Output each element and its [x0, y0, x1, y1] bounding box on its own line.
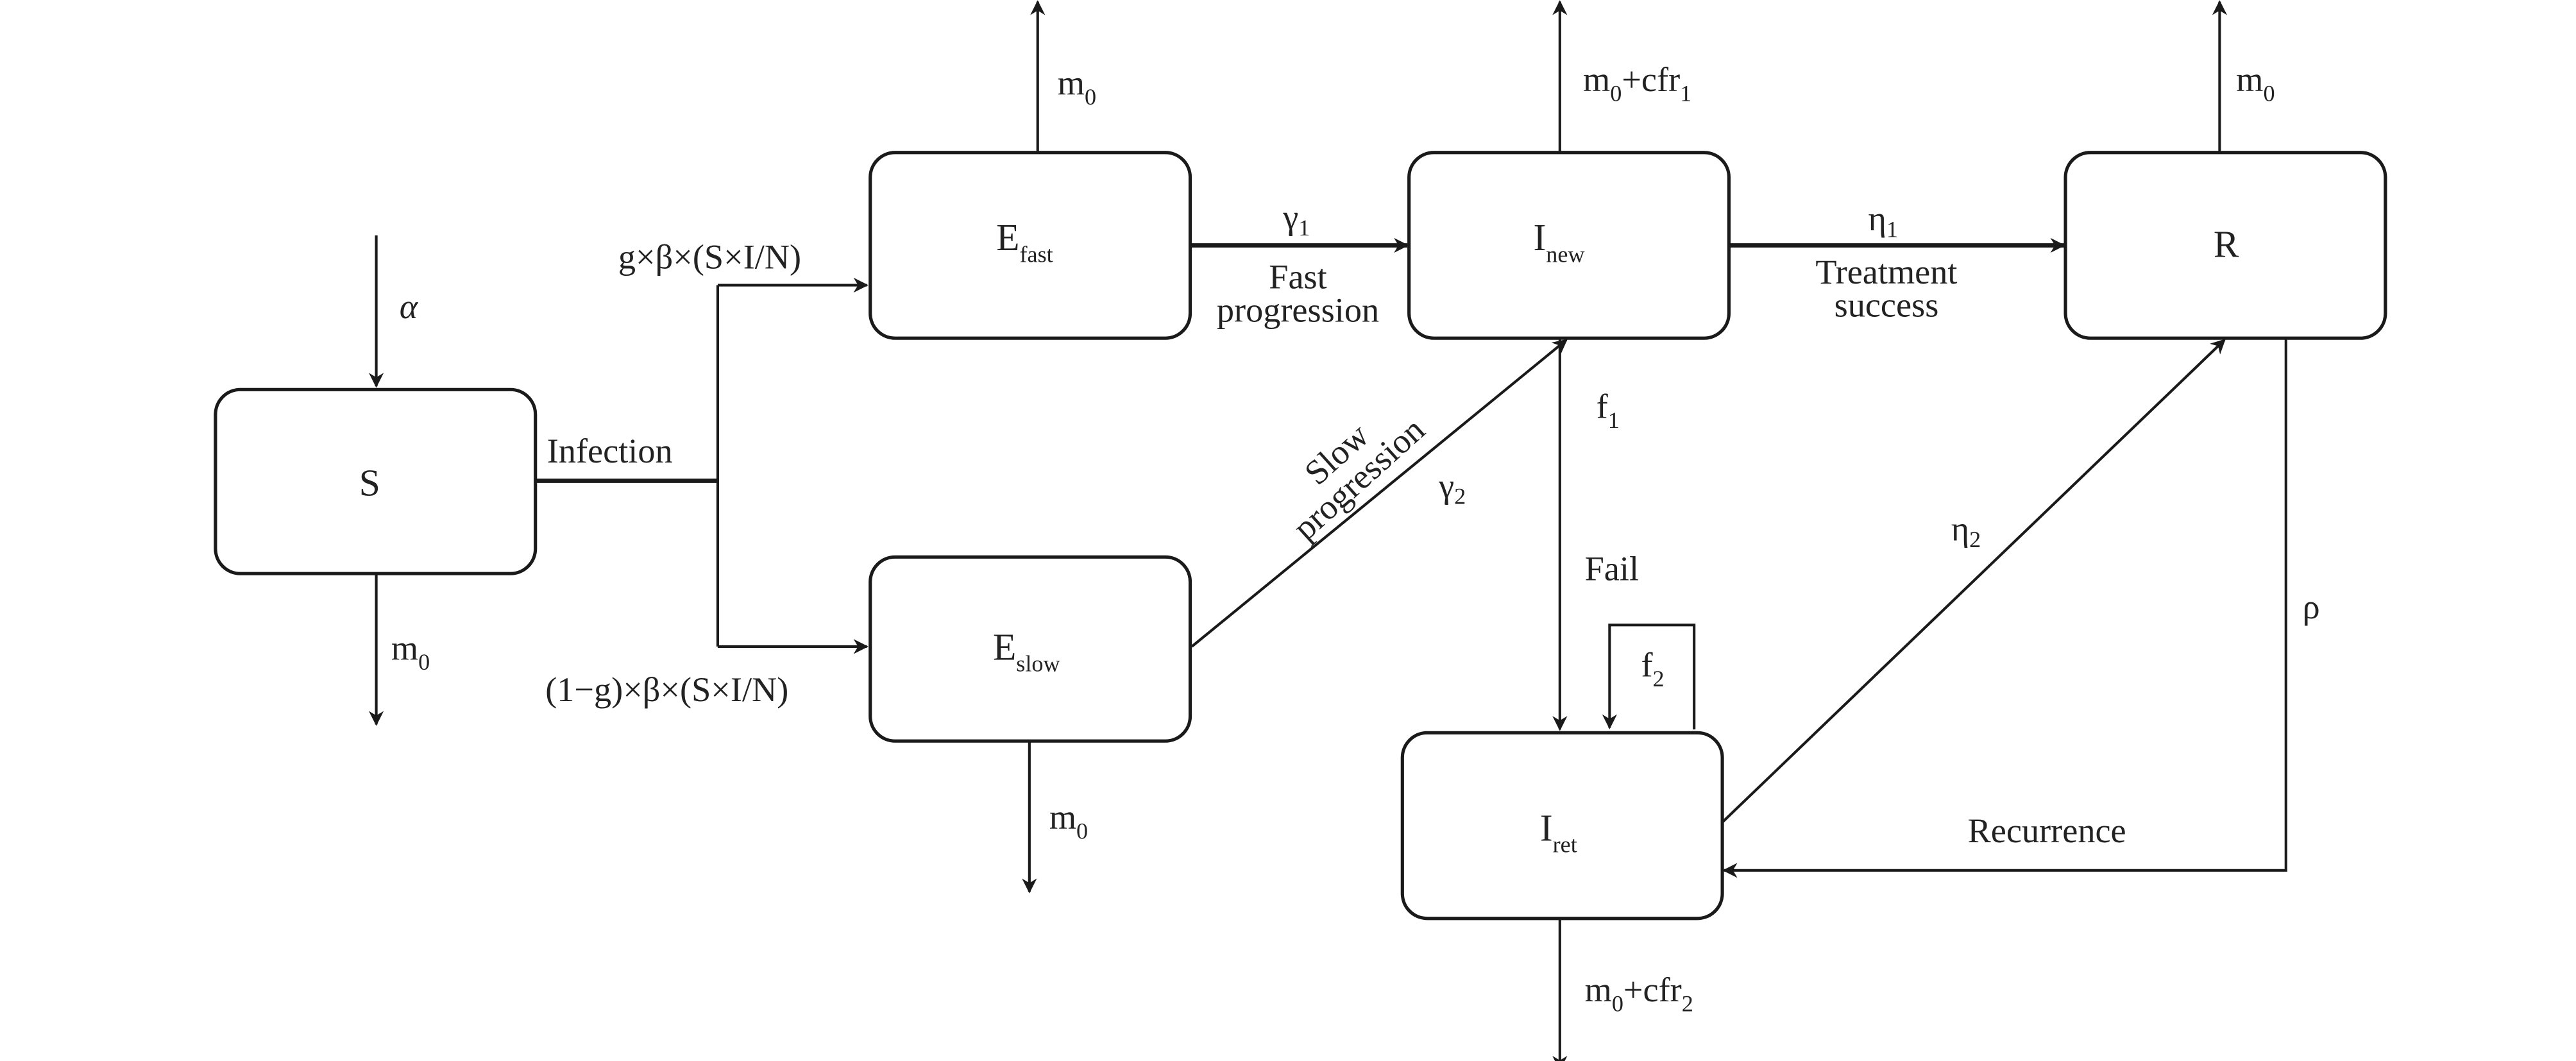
- label-fail: Fail: [1585, 550, 1639, 588]
- svg-text:Iret: Iret: [1540, 806, 1577, 857]
- label-f2: f2: [1641, 645, 1664, 692]
- node-i-new-main: I: [1533, 216, 1546, 259]
- arrow-recurrence: [1722, 338, 2287, 878]
- arrow-slow-progression: [1191, 339, 1568, 648]
- node-s: S: [214, 387, 538, 575]
- label-treatment-success-line1: Treatment: [1815, 253, 1957, 291]
- node-i-ret: Iret: [1400, 731, 1724, 921]
- label-s-mortality: m0: [391, 629, 430, 675]
- node-r: R: [2063, 151, 2387, 340]
- label-alpha: α: [400, 287, 419, 326]
- label-eta2: η2: [1951, 510, 1981, 552]
- node-e-fast-main: E: [996, 216, 1019, 259]
- label-gamma1: γ1: [1282, 198, 1310, 241]
- label-slow-infection-rate: (1−g)×β×(S×I/N): [545, 670, 788, 709]
- label-rho: ρ: [2303, 588, 2320, 626]
- label-gamma2: γ2: [1438, 466, 1466, 509]
- node-i-new-sub: new: [1546, 241, 1584, 267]
- node-e-slow-sub: slow: [1016, 651, 1060, 677]
- svg-text:Inew: Inew: [1533, 216, 1584, 267]
- node-e-fast: Efast: [869, 151, 1192, 340]
- label-f1: f1: [1597, 387, 1620, 433]
- label-efast-mortality: m0: [1058, 64, 1096, 110]
- label-fast-infection-rate: g×β×(S×I/N): [618, 238, 801, 276]
- node-e-slow-main: E: [993, 626, 1016, 668]
- node-e-slow: Eslow: [869, 555, 1192, 743]
- label-eslow-mortality: m0: [1049, 798, 1088, 844]
- svg-text:Eslow: Eslow: [993, 626, 1060, 677]
- arrow-f2-loop: [1602, 624, 1696, 730]
- arrow-eta2: [1721, 339, 2226, 824]
- node-i-ret-main: I: [1540, 806, 1553, 849]
- label-fast-progression-line2: progression: [1217, 291, 1379, 329]
- node-i-new: Inew: [1407, 151, 1731, 340]
- node-r-label: R: [2214, 223, 2239, 266]
- svg-text:S: S: [359, 462, 380, 504]
- label-infection: Infection: [547, 432, 673, 470]
- label-treatment-success-line2: success: [1835, 286, 1939, 325]
- label-eta1: η1: [1868, 199, 1898, 242]
- label-slow-progression: Slow progression: [1285, 410, 1432, 547]
- svg-text:R: R: [2214, 223, 2239, 266]
- svg-text:Efast: Efast: [996, 216, 1053, 267]
- label-fast-progression-line1: Fast: [1269, 258, 1326, 296]
- label-r-mortality: m0: [2236, 60, 2275, 106]
- label-iret-mortality: m0+cfr2: [1585, 971, 1693, 1017]
- node-e-fast-sub: fast: [1019, 241, 1053, 267]
- node-i-ret-sub: ret: [1553, 831, 1577, 857]
- node-s-label: S: [359, 462, 380, 504]
- label-inew-mortality: m0+cfr1: [1583, 60, 1691, 106]
- label-recurrence: Recurrence: [1968, 811, 2126, 850]
